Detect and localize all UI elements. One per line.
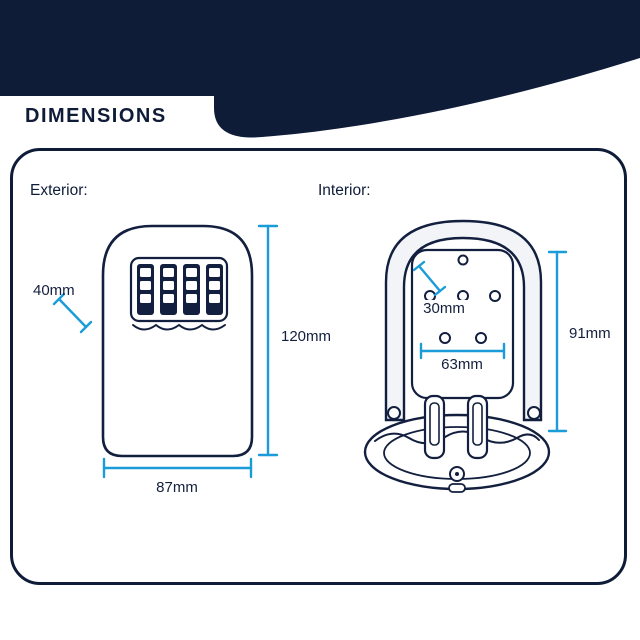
hinge-left (387, 406, 401, 420)
exterior-height-dimension (257, 224, 279, 457)
interior-section-label: Interior: (318, 182, 371, 199)
interior-shroud (384, 219, 543, 422)
header-swoosh-shape (0, 0, 640, 138)
exterior-width-label: 87mm (156, 479, 198, 496)
hinge-right (527, 406, 541, 420)
page-title: DIMENSIONS (25, 105, 167, 127)
hole-spacing-label-bg (418, 300, 470, 317)
exterior-dimensions (52, 224, 279, 479)
header-band (0, 0, 640, 138)
mounting-holes (424, 254, 501, 344)
exterior-dial-depth-dimension (52, 292, 93, 334)
base-bottom-tab (448, 483, 466, 493)
exterior-lock-illustration (101, 224, 254, 458)
key-hook-brackets (423, 394, 489, 460)
exterior-section-label: Exterior: (30, 182, 88, 199)
exterior-dial-depth-label: 40mm (33, 282, 75, 299)
interior-dimensions (412, 250, 568, 433)
combination-dials (137, 264, 223, 315)
interior-height-label: 91mm (569, 325, 611, 342)
dial-number-windows (140, 268, 220, 303)
interior-width-label-bg (436, 356, 488, 373)
base-keyhole-dot (455, 472, 459, 476)
exterior-width-dimension (102, 457, 253, 479)
interior-height-dimension (547, 250, 568, 433)
interior-width-dimension (419, 342, 506, 360)
mounting-backplate (410, 248, 515, 400)
interior-hole-spacing-label: 30mm (423, 300, 465, 317)
interior-hole-spacing-dimension (412, 260, 447, 297)
interior-width-label: 63mm (441, 356, 483, 373)
dial-housing (129, 256, 229, 323)
dial-scallop-trim (132, 323, 226, 331)
exterior-height-label: 120mm (281, 328, 331, 345)
weather-cover-wave (374, 430, 540, 445)
